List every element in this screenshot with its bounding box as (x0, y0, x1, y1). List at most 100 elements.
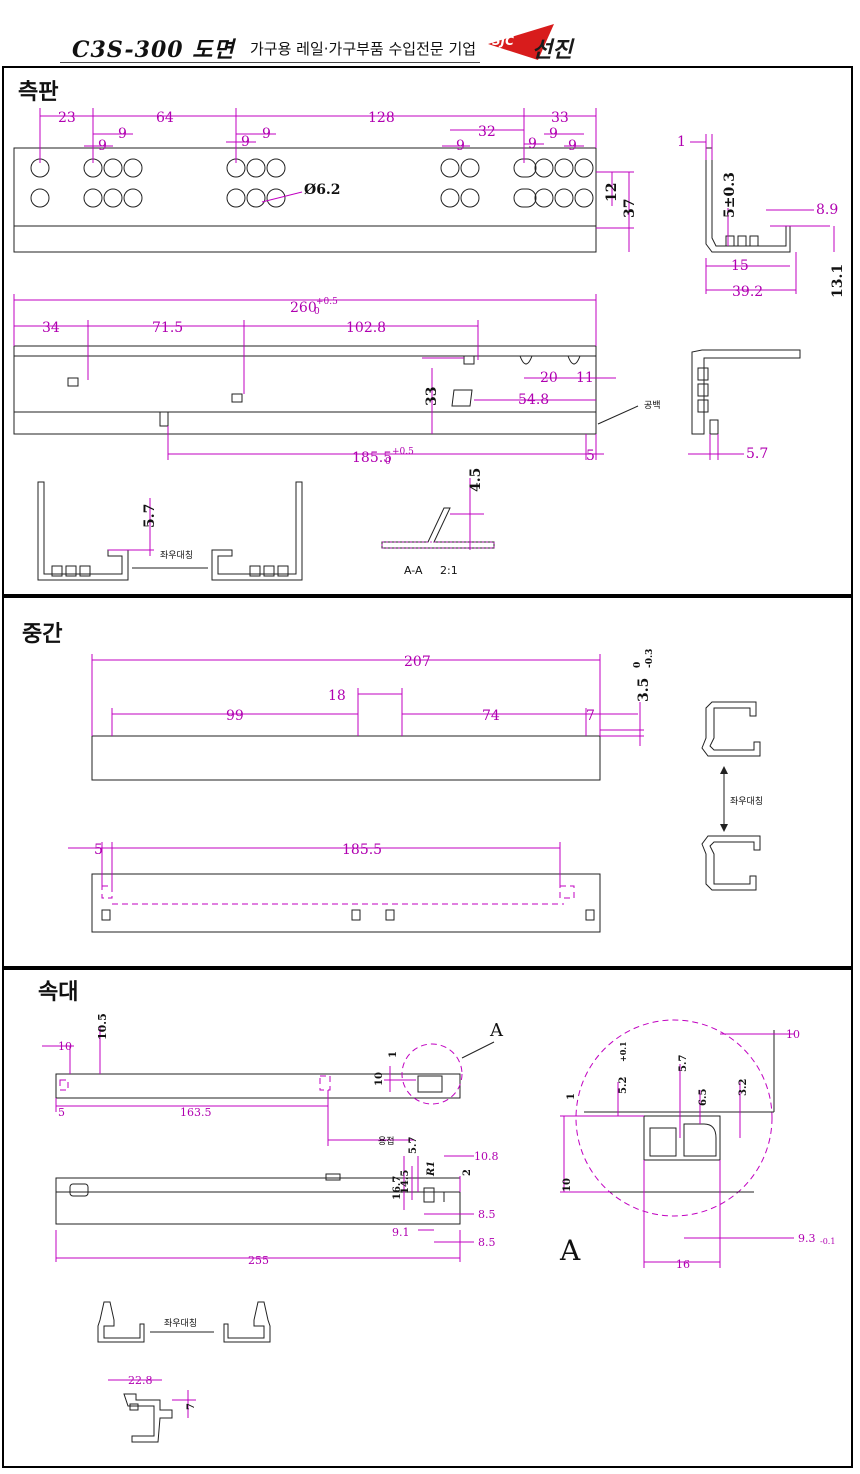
middle-profile-pair: 좌우대칭 (701, 701, 763, 891)
bracket-cross-section-pair: 좌우대칭 (97, 1301, 271, 1343)
dim-37: 37 (622, 199, 638, 218)
dim-1: 1 (677, 134, 686, 150)
dim-39-2: 39.2 (732, 284, 763, 300)
company-logo (488, 24, 554, 60)
dim-hole-dia: Ø6.2 (304, 182, 341, 198)
side-plate-side-view: 260 +0.5 0 34 71.5 102.8 20 11 33 54.8 1… (13, 294, 661, 467)
dim-14-5: 14.5 (400, 1170, 411, 1194)
bracket-top-view: A 10 10.5 1 10 5 163.5 용접 (42, 1013, 504, 1147)
dim-185-5: 185.5 (342, 842, 382, 858)
symmetric-note: 좌우대칭 (164, 1318, 197, 1329)
dim-4-5: 4.5 (468, 468, 484, 492)
dim-185-tol: +0.5 (392, 447, 414, 457)
dim-1: 1 (388, 1051, 399, 1058)
dim-33-height: 33 (424, 387, 440, 406)
dim-207: 207 (404, 654, 431, 670)
dim-9: 9 (528, 136, 537, 152)
dim-1b: 1 (566, 1093, 577, 1100)
dim-9: 9 (262, 126, 271, 142)
dim-5-7-section: 5.7 (142, 504, 158, 528)
dim-5-2: 5.2 (618, 1077, 629, 1094)
bracket-drawing: A 10 10.5 1 10 5 163.5 용접 (42, 1013, 835, 1443)
weld-note: 용접 (378, 1135, 395, 1147)
dim-260: 260 (290, 300, 317, 316)
dim-r1: R1 (426, 1161, 437, 1177)
dim-23: 23 (58, 110, 76, 126)
dim-185-tol-low: 0 (385, 457, 391, 467)
dim-13-1: 13.1 (830, 264, 846, 298)
dim-11: 11 (576, 370, 594, 386)
dim-33: 33 (551, 110, 569, 126)
dim-9: 9 (549, 126, 558, 142)
dim-22-8: 22.8 (128, 1374, 153, 1387)
section-scale: 2:1 (440, 564, 458, 577)
dim-7: 7 (186, 1403, 197, 1410)
dim-10c: 10 (562, 1178, 573, 1192)
middle-panel: 중간 207 18 99 74 7 3.5 0 -0.3 (2, 596, 853, 968)
dim-64: 64 (156, 110, 174, 126)
dim-5: 5 (586, 448, 595, 464)
dim-detail-10: 10 (786, 1028, 800, 1041)
dim-6-5: 6.5 (698, 1089, 709, 1106)
mounting-holes (30, 158, 594, 208)
side-plate-right-view: 5.7 (688, 349, 801, 462)
document-title: C3S-300 도면 (72, 37, 235, 63)
dim-5-2-tol: +0.1 (618, 1041, 628, 1062)
dim-74: 74 (482, 708, 500, 724)
dim-255: 255 (248, 1254, 269, 1267)
dim-3-5-tol-top: 0 (633, 662, 643, 668)
side-plate-top-view: 23 64 128 33 32 9 9 9 9 9 9 9 9 Ø6.2 12 … (13, 108, 638, 253)
bracket-side-view: 10.8 5.7 16.7 14.5 R1 2 8.5 9.1 8.5 255 (55, 1137, 499, 1267)
dim-260-tol: +0.5 (316, 297, 338, 307)
dim-54-8: 54.8 (518, 392, 549, 408)
dim-5: 5 (94, 842, 103, 858)
dim-5-7b: 5.7 (678, 1055, 689, 1072)
company-tagline: 가구용 레일·가구부품 수입전문 기업 (250, 40, 477, 58)
dim-16: 16 (676, 1258, 690, 1271)
dim-260-tol-low: 0 (314, 307, 320, 317)
bracket-title: 속대 (38, 980, 79, 1005)
logo-text: SJC (492, 34, 514, 48)
middle-top-view: 207 18 99 74 7 3.5 0 -0.3 (91, 649, 655, 781)
dim-18: 18 (328, 688, 346, 704)
middle-side-view: 5 185.5 (68, 842, 601, 933)
middle-title: 중간 (22, 622, 63, 647)
bracket-panel: 속대 A 10 10.5 1 10 5 163.5 용접 (2, 968, 853, 1468)
side-plate-cross-section-pair: 5.7 좌우대칭 (37, 481, 303, 581)
dim-9-1: 9.1 (392, 1226, 410, 1239)
dim-9-3: 9.3 (798, 1232, 816, 1245)
side-plate-drawing: 23 64 128 33 32 9 9 9 9 9 9 9 9 Ø6.2 12 … (13, 108, 846, 581)
callout-a: A (489, 1020, 504, 1041)
dim-8-5b: 8.5 (478, 1236, 496, 1249)
dim-16-7: 16.7 (392, 1176, 403, 1200)
brand-name: 선진 (532, 38, 573, 63)
dim-163-5: 163.5 (180, 1106, 212, 1119)
section-label: A-A (404, 564, 423, 577)
dim-128: 128 (368, 110, 395, 126)
middle-drawing: 207 18 99 74 7 3.5 0 -0.3 5 185.5 (68, 649, 763, 933)
dim-12: 12 (604, 183, 620, 202)
symmetric-note: 좌우대칭 (730, 796, 763, 807)
gap-note: 공백 (644, 400, 661, 411)
dim-10-5: 10.5 (96, 1013, 109, 1040)
header-rule (60, 62, 480, 63)
dim-102-8: 102.8 (346, 320, 386, 336)
symmetric-note: 좌우대칭 (160, 550, 193, 561)
dim-9: 9 (98, 138, 107, 154)
dim-185-5: 185.5 (352, 450, 392, 466)
dim-3-5-tol-bot: -0.3 (645, 649, 655, 668)
dim-8-5: 8.5 (478, 1208, 496, 1221)
dim-9: 9 (118, 126, 127, 142)
dim-3-2: 3.2 (738, 1079, 749, 1096)
dim-8-9: 8.9 (816, 202, 838, 218)
dim-71-5: 71.5 (152, 320, 183, 336)
dim-10b: 10 (374, 1072, 385, 1086)
dim-9: 9 (568, 138, 577, 154)
dim-9: 9 (241, 134, 250, 150)
dim-10: 10 (58, 1040, 72, 1053)
dim-20: 20 (540, 370, 558, 386)
dim-2: 2 (462, 1169, 473, 1176)
dim-5: 5 (58, 1106, 65, 1119)
dim-10-8: 10.8 (474, 1150, 499, 1163)
detail-a-view: 10 5.2 +0.1 5.7 6.5 3.2 1 10 9.3 -0.1 16… (559, 1019, 835, 1271)
